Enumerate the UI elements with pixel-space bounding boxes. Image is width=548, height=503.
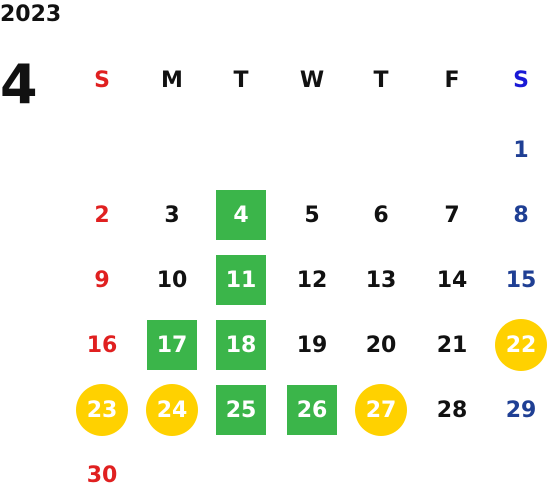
day-cell[interactable]: 29 xyxy=(505,397,537,423)
day-cell[interactable]: 24 xyxy=(146,384,198,436)
weekday-header: S xyxy=(94,67,110,93)
weekday-header: T xyxy=(233,67,249,93)
day-cell[interactable]: 20 xyxy=(365,332,397,358)
day-cell[interactable]: 17 xyxy=(147,320,197,370)
year-label: 2023 xyxy=(0,2,62,27)
day-cell[interactable]: 15 xyxy=(505,267,537,293)
weekday-header: S xyxy=(513,67,529,93)
day-cell[interactable]: 23 xyxy=(76,384,128,436)
day-cell[interactable]: 27 xyxy=(355,384,407,436)
day-cell[interactable]: 28 xyxy=(436,397,468,423)
day-cell[interactable]: 6 xyxy=(373,202,389,228)
day-cell[interactable]: 30 xyxy=(86,462,118,488)
day-cell[interactable]: 1 xyxy=(513,137,529,163)
day-cell[interactable]: 26 xyxy=(287,385,337,435)
day-cell[interactable]: 12 xyxy=(296,267,328,293)
day-cell[interactable]: 10 xyxy=(156,267,188,293)
day-cell[interactable]: 9 xyxy=(94,267,110,293)
day-cell[interactable]: 16 xyxy=(86,332,118,358)
day-cell[interactable]: 4 xyxy=(216,190,266,240)
month-number: 4 xyxy=(0,53,38,116)
day-cell[interactable]: 19 xyxy=(296,332,328,358)
day-cell[interactable]: 3 xyxy=(164,202,180,228)
day-cell[interactable]: 22 xyxy=(495,319,547,371)
weekday-header: T xyxy=(373,67,389,93)
day-cell[interactable]: 5 xyxy=(304,202,320,228)
day-cell[interactable]: 18 xyxy=(216,320,266,370)
day-cell[interactable]: 14 xyxy=(436,267,468,293)
day-cell[interactable]: 11 xyxy=(216,255,266,305)
day-cell[interactable]: 13 xyxy=(365,267,397,293)
day-cell[interactable]: 7 xyxy=(444,202,460,228)
day-cell[interactable]: 2 xyxy=(94,202,110,228)
day-cell[interactable]: 8 xyxy=(513,202,529,228)
weekday-header: M xyxy=(161,67,183,93)
day-cell[interactable]: 25 xyxy=(216,385,266,435)
weekday-header: F xyxy=(444,67,460,93)
weekday-header: W xyxy=(299,67,325,93)
day-cell[interactable]: 21 xyxy=(436,332,468,358)
